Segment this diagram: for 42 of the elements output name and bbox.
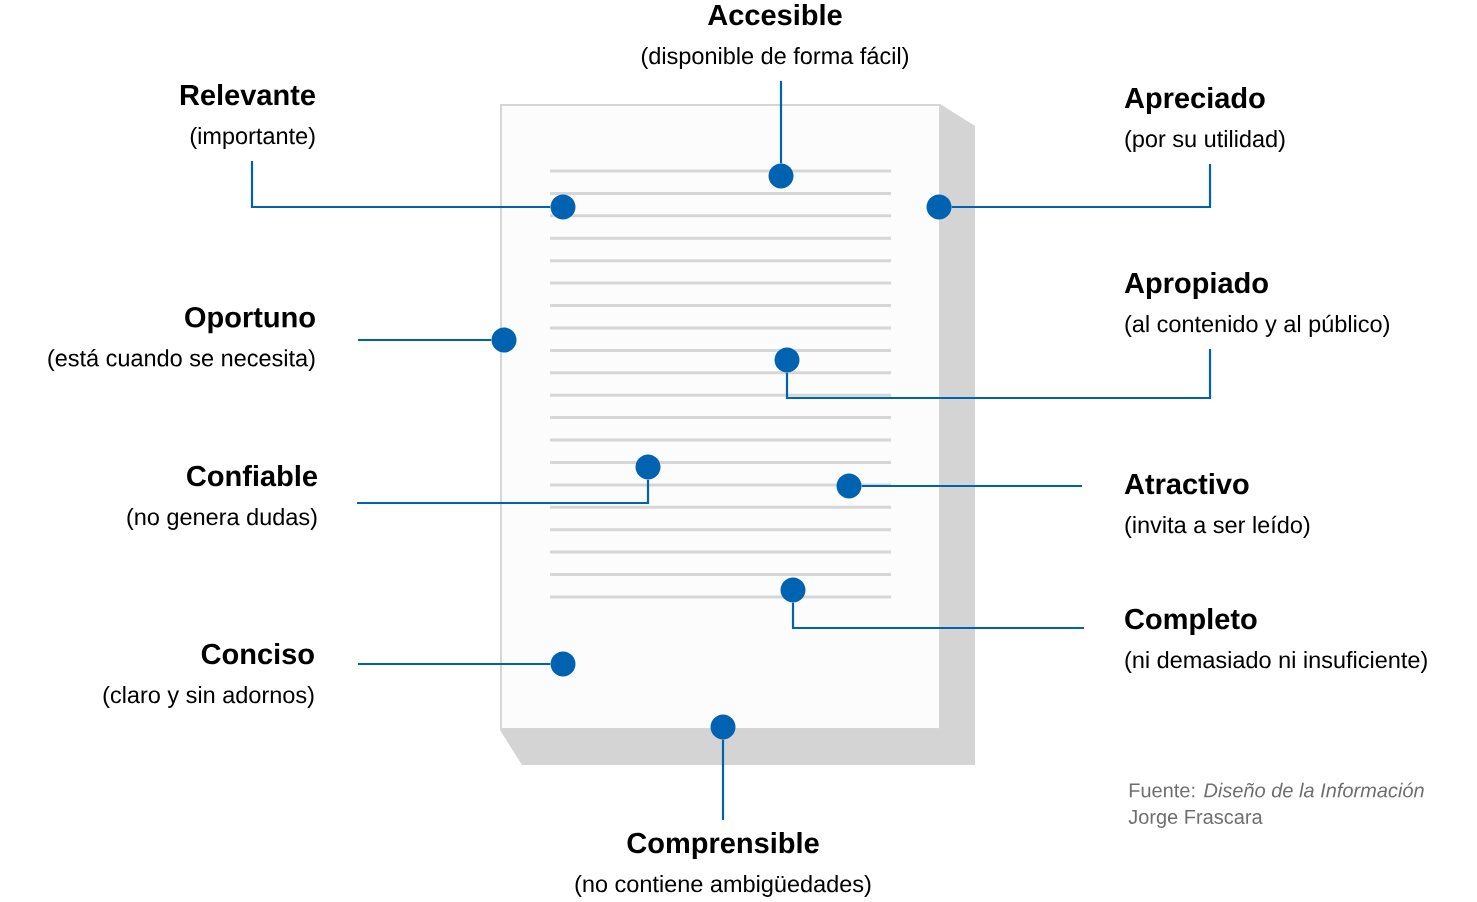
label-heading: Confiable <box>187 465 317 487</box>
label-description: (invita a ser leído) <box>1125 515 1310 538</box>
leader-line <box>358 662 551 666</box>
label-heading: Atractivo <box>1124 473 1249 495</box>
marker-dot <box>836 473 862 499</box>
leader-line <box>785 348 1212 400</box>
label-description: (ni demasiado ni insuficiente) <box>1125 651 1427 673</box>
leader-line <box>951 163 1212 209</box>
label-heading: Relevante <box>180 84 315 106</box>
source-note: Fuente: Diseño de la Información <box>1129 782 1424 798</box>
leader-line <box>779 80 783 164</box>
label-heading: Comprensible <box>627 832 819 860</box>
label-description: (al contenido y al público) <box>1125 314 1389 337</box>
label-description: (disponible de forma fácil) <box>641 46 908 69</box>
marker-dot <box>926 194 952 220</box>
marker-dot <box>768 163 794 189</box>
source-note: Jorge Frascara <box>1128 810 1263 828</box>
leader-line <box>721 739 725 820</box>
label-heading: Conciso <box>201 643 314 665</box>
label-description: (no contiene ambigüedades) <box>575 875 871 897</box>
marker-dot <box>774 347 800 373</box>
marker-dot <box>710 714 736 740</box>
leader-line <box>358 338 492 342</box>
label-description: (importante) <box>190 127 315 149</box>
label-heading: Apropiado <box>1124 272 1268 300</box>
marker-dot <box>780 577 806 603</box>
marker-dot <box>635 454 661 480</box>
leader-line <box>250 160 551 209</box>
marker-dot <box>550 194 576 220</box>
label-description: (claro y sin adornos) <box>103 686 314 708</box>
label-description: (no genera dudas) <box>127 508 317 530</box>
leader-line <box>357 479 650 505</box>
label-heading: Completo <box>1125 608 1257 636</box>
label-heading: Oportuno <box>185 307 315 334</box>
leader-line <box>791 602 1084 630</box>
label-heading: Accesible <box>708 4 842 26</box>
leader-line <box>861 484 1082 488</box>
marker-dot <box>491 327 517 353</box>
label-description: (está cuando se necesita) <box>48 348 315 372</box>
label-description: (por su utilidad) <box>1125 130 1285 152</box>
label-heading: Apreciado <box>1124 87 1265 115</box>
marker-dot <box>550 651 576 677</box>
